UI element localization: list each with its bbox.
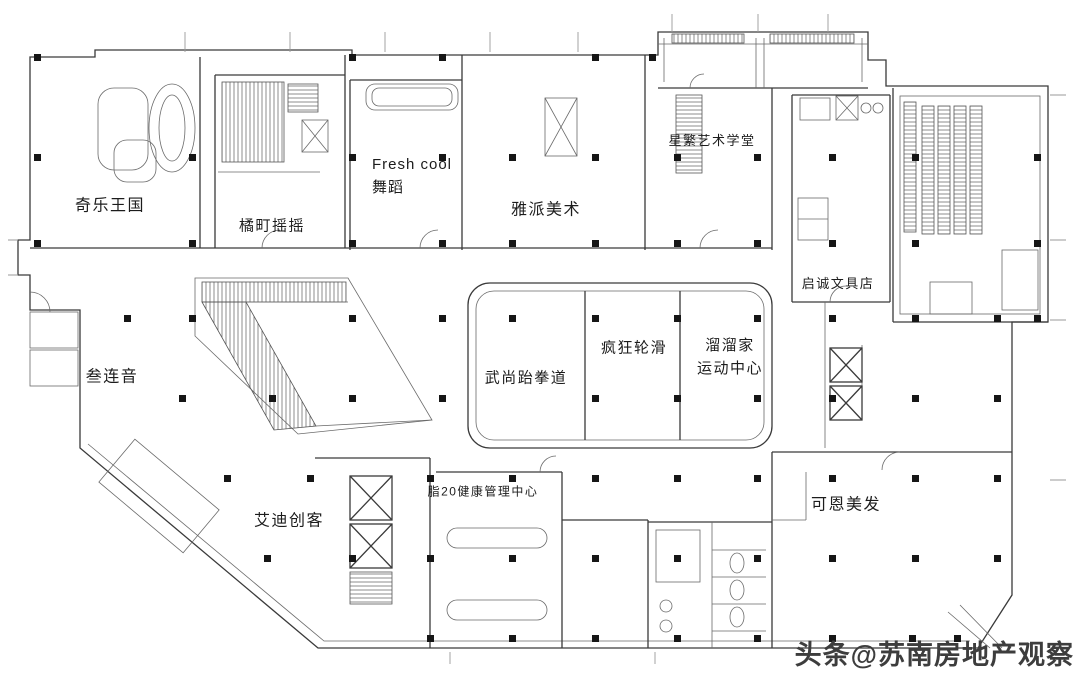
watermark-text: 头条@苏南房地产观察 <box>794 640 1074 670</box>
room-label-yapai-art: 雅派美术 <box>510 201 582 219</box>
room-label-qicheng-stationery: 启诚文具店 <box>801 275 875 291</box>
room-label-fresh-cool-dance: Fresh cool 舞蹈 <box>371 155 453 196</box>
room-label-wushang-taekwondo: 武尚跆拳道 <box>484 369 568 387</box>
room-label-liuliujia-sports-center: 溜溜家 运动中心 <box>696 336 764 377</box>
room-label-sanlianyin: 叁连音 <box>85 368 139 386</box>
room-label-keen-hair: 可恩美发 <box>810 496 882 514</box>
column-grid <box>34 54 1041 642</box>
room-label-qile-kingdom: 奇乐王国 <box>74 197 146 215</box>
room-label-crazy-roller-skating: 疯狂轮滑 <box>600 339 668 357</box>
room-label-xingfan-art-school: 星繁艺术学堂 <box>668 132 756 148</box>
room-label-juting-yaoyao: 橘町摇摇 <box>238 217 306 235</box>
room-label-zhi20-health-center: 脂20健康管理中心 <box>427 484 539 499</box>
room-label-aidi-maker: 艾迪创客 <box>253 512 325 530</box>
